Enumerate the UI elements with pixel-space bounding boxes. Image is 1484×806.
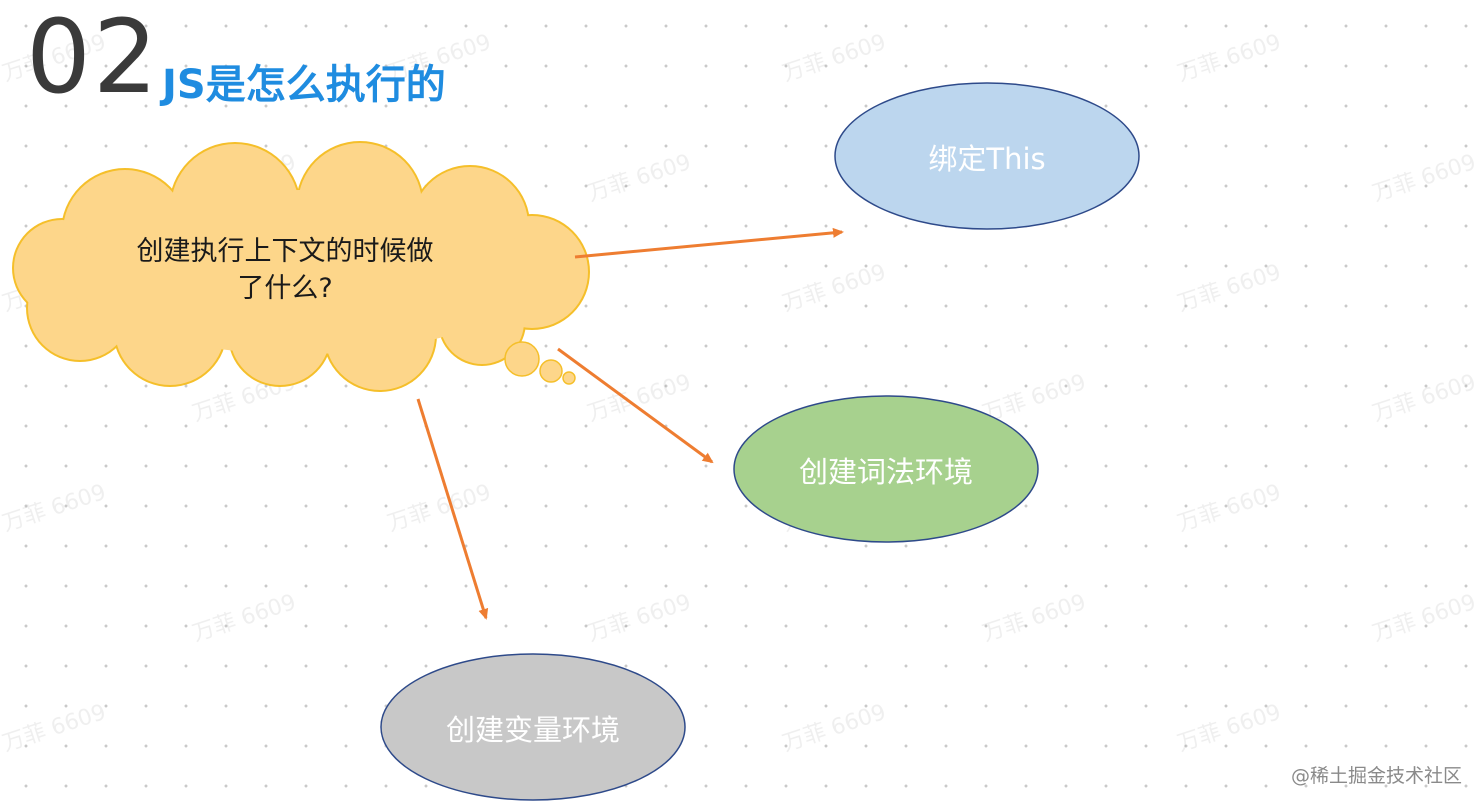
thought-cloud [12,141,590,392]
credit-text: @稀土掘金技术社区 [1290,765,1462,787]
cloud-fill [14,143,588,390]
node-lexical-env [733,395,1039,543]
arrow-to-lexical-env [557,347,714,464]
cloud-label-line-2: 了什么? [237,273,333,304]
cloud-label-line-1: 创建执行上下文的时候做 [136,236,434,267]
slide-number: 02 [26,0,160,117]
node-lexical-env-label: 创建词法环境 [798,455,973,489]
cloud-label: 创建执行上下文的时候做 了什么? [60,228,510,312]
node-bind-this [834,82,1140,230]
node-variable-env [380,653,686,801]
node-variable-env-label: 创建变量环境 [445,713,620,747]
thought-bubbles [504,341,576,385]
slide-title: JS是怎么执行的 [162,62,446,108]
arrow-to-bind-this [574,227,844,259]
node-bind-this-label: 绑定This [928,142,1046,176]
arrow-to-variable-env [416,398,489,620]
